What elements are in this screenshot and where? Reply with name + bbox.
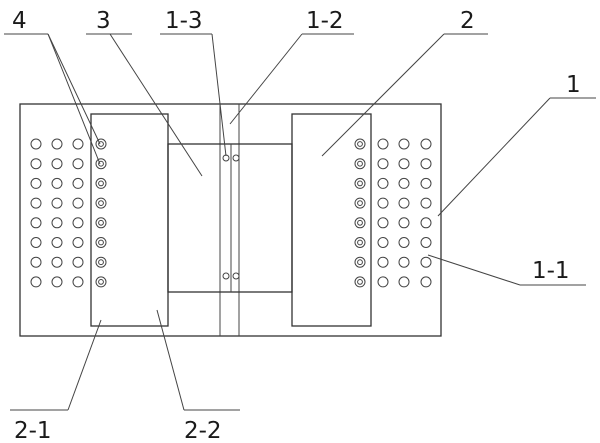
hole bbox=[51, 256, 63, 268]
hole bbox=[398, 276, 410, 288]
hole bbox=[72, 217, 84, 229]
hole bbox=[377, 276, 389, 288]
hole bbox=[377, 197, 389, 209]
bolt-core bbox=[98, 259, 104, 266]
label-2-2: 2-2 bbox=[184, 418, 222, 443]
label-4: 4 bbox=[12, 8, 27, 34]
label-3: 3 bbox=[96, 8, 111, 34]
pin-hole bbox=[232, 154, 240, 162]
bolt-core bbox=[357, 160, 363, 167]
bolt-core bbox=[98, 279, 104, 285]
leader-1-2 bbox=[229, 33, 303, 125]
leader-4-c bbox=[47, 33, 101, 165]
hole bbox=[377, 158, 389, 170]
right-bolt-column bbox=[354, 138, 366, 288]
leader-1-3 bbox=[211, 33, 227, 157]
leader-1-1 bbox=[427, 254, 521, 286]
bolt-core bbox=[357, 279, 363, 285]
hole bbox=[30, 158, 42, 170]
pin-hole bbox=[222, 272, 230, 280]
center-pins bbox=[222, 154, 240, 280]
bolt-core bbox=[357, 259, 363, 266]
bolt-core bbox=[98, 200, 104, 207]
leader-2-1 bbox=[67, 319, 102, 411]
hole bbox=[30, 217, 42, 229]
hole bbox=[72, 276, 84, 288]
base-plate bbox=[19, 103, 442, 337]
left-clamp-plate bbox=[90, 113, 169, 327]
hole bbox=[30, 177, 42, 189]
leader-2-2 bbox=[156, 309, 185, 411]
hole bbox=[420, 276, 432, 288]
hole bbox=[72, 256, 84, 268]
right-clamp-plate bbox=[291, 113, 372, 327]
hole bbox=[377, 256, 389, 268]
hole bbox=[420, 256, 432, 268]
label-2: 2 bbox=[460, 8, 475, 34]
hole bbox=[72, 237, 84, 248]
hole bbox=[398, 158, 410, 170]
label-2-1: 2-1 bbox=[14, 418, 52, 443]
hole bbox=[51, 276, 63, 288]
hole bbox=[51, 138, 63, 150]
bolt-core bbox=[357, 219, 363, 226]
bolt-core bbox=[357, 180, 363, 187]
hole bbox=[30, 256, 42, 268]
left-hole-grid bbox=[30, 138, 84, 288]
hole bbox=[377, 177, 389, 189]
hole bbox=[51, 217, 63, 229]
leader-4-b bbox=[47, 33, 101, 145]
left-bolt-column bbox=[95, 138, 107, 288]
leader-3 bbox=[109, 33, 203, 177]
hole bbox=[398, 256, 410, 268]
bolt-core bbox=[98, 180, 104, 187]
right-hole-grid bbox=[377, 138, 432, 288]
hole bbox=[30, 276, 42, 288]
hole bbox=[398, 138, 410, 150]
hole bbox=[51, 237, 63, 248]
hole bbox=[420, 217, 432, 229]
hole bbox=[420, 177, 432, 189]
hole bbox=[377, 217, 389, 229]
label-1-3: 1-3 bbox=[165, 8, 203, 34]
label-1: 1 bbox=[566, 72, 581, 98]
hole bbox=[30, 197, 42, 209]
hole bbox=[420, 197, 432, 209]
bolt-core bbox=[357, 239, 363, 246]
hole bbox=[51, 158, 63, 170]
hole bbox=[51, 197, 63, 209]
leader-2 bbox=[321, 33, 445, 157]
hole bbox=[72, 177, 84, 189]
bolt-core bbox=[98, 239, 104, 246]
pin-hole bbox=[232, 272, 240, 280]
leader-1 bbox=[437, 97, 551, 217]
hole bbox=[420, 138, 432, 150]
hole bbox=[51, 177, 63, 189]
bolt-core bbox=[357, 200, 363, 207]
hole bbox=[398, 177, 410, 189]
hole bbox=[30, 138, 42, 150]
hole bbox=[30, 237, 42, 248]
hole bbox=[398, 197, 410, 209]
hole bbox=[398, 217, 410, 229]
hole bbox=[377, 237, 389, 248]
label-1-1: 1-1 bbox=[532, 258, 570, 284]
bolt-core bbox=[98, 219, 104, 226]
hole bbox=[398, 237, 410, 248]
hole bbox=[377, 138, 389, 150]
hole bbox=[72, 158, 84, 170]
middle-block bbox=[167, 143, 293, 293]
bolt-core bbox=[357, 141, 363, 147]
hole bbox=[420, 237, 432, 248]
hole bbox=[72, 138, 84, 150]
hole bbox=[420, 158, 432, 170]
hole bbox=[72, 197, 84, 209]
label-1-2: 1-2 bbox=[306, 8, 344, 34]
